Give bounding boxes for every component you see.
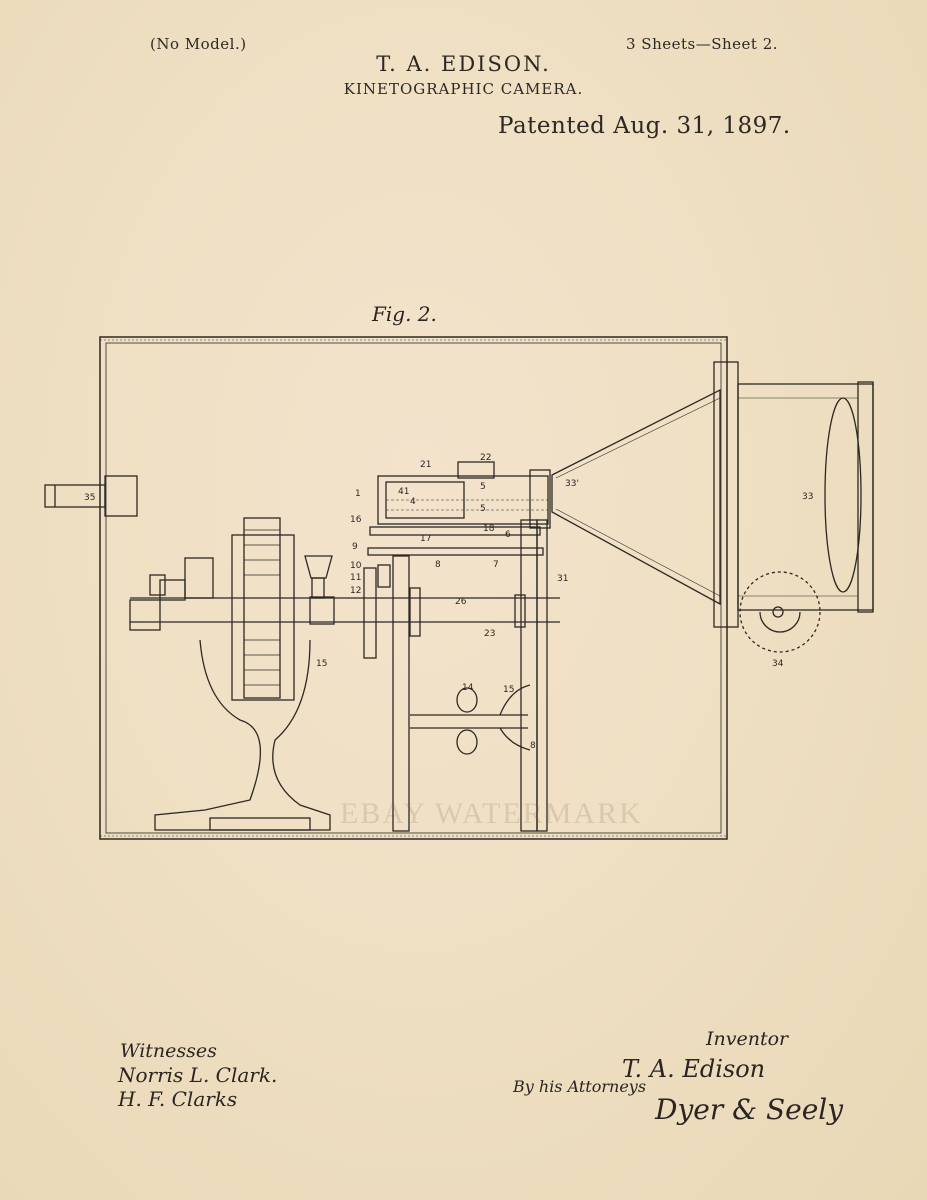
by-attorneys-label: By his Attorneys <box>513 1077 647 1096</box>
part-number: 34 <box>772 659 784 669</box>
part-number: 14 <box>462 683 474 693</box>
part-number: 8 <box>530 741 536 751</box>
part-number: 11 <box>350 573 361 583</box>
witness-signature: H. F. Clarks <box>118 1087 238 1111</box>
figure-label: Fig. 2. <box>372 302 437 326</box>
part-number: 15 <box>316 659 327 669</box>
part-number: 8 <box>435 560 441 570</box>
part-number: 18 <box>483 524 495 534</box>
part-number: 4 <box>410 497 416 507</box>
part-number: 17 <box>420 534 431 544</box>
part-number: 23 <box>484 629 495 639</box>
sheet-count: 3 Sheets—Sheet 2. <box>626 35 779 53</box>
part-number: 10 <box>350 561 362 571</box>
part-number: 41 <box>398 487 409 497</box>
part-number: 22 <box>480 453 491 463</box>
part-number: 26 <box>455 597 467 607</box>
part-number: 5 <box>480 504 486 514</box>
part-number: 31 <box>557 574 568 584</box>
part-number: 15 <box>503 685 514 695</box>
part-number: 12 <box>350 586 361 596</box>
witness-signature: Norris L. Clark. <box>118 1063 278 1087</box>
part-number: 16 <box>350 515 362 525</box>
inventor-name-title: T. A. EDISON. <box>376 52 551 76</box>
part-number: 9 <box>352 542 358 552</box>
no-model-note: (No Model.) <box>150 35 247 53</box>
witnesses-label: Witnesses <box>120 1040 217 1062</box>
part-number: 21 <box>420 460 431 470</box>
part-number: 33 <box>802 492 813 502</box>
inventor-signature: T. A. Edison <box>622 1055 766 1083</box>
inventor-label: Inventor <box>706 1028 789 1050</box>
part-number: 7 <box>493 560 499 570</box>
part-number: 33' <box>565 479 579 489</box>
part-number: 5 <box>480 482 486 492</box>
patent-date: Patented Aug. 31, 1897. <box>498 113 791 139</box>
part-number: 1 <box>355 489 361 499</box>
part-number: 6 <box>505 530 511 540</box>
invention-title: KINETOGRAPHIC CAMERA. <box>343 80 584 98</box>
watermark: EBAY WATERMARK <box>340 797 643 830</box>
attorney-signature: Dyer & Seely <box>655 1093 844 1126</box>
part-number: 35 <box>84 493 95 503</box>
